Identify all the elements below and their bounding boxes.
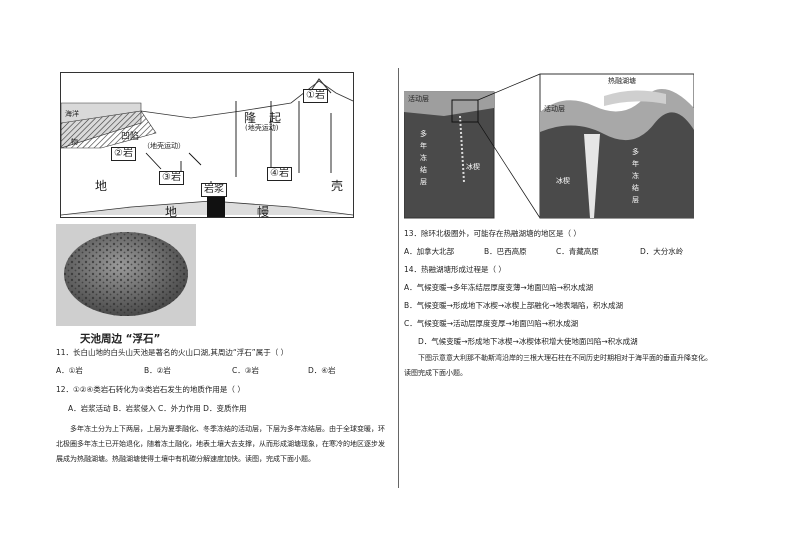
q11-option-d[interactable]: D．④岩 xyxy=(308,366,336,375)
label-sea: 海洋 xyxy=(65,110,79,118)
label-sink: 凹陷 xyxy=(121,132,140,142)
label-wedge-right: 冰楔 xyxy=(556,177,570,185)
permafrost-drawing xyxy=(404,73,694,219)
marble-columns-passage: 下图示意意大利那不勒斯湾沿岸的三根大理石柱在不同历史时期相对于海平面的垂直升降变… xyxy=(404,354,712,377)
q13-option-c[interactable]: C．青藏高原 xyxy=(556,247,599,256)
label-uplift-note: (地壳运动) xyxy=(245,124,279,132)
label-active-right: 活动层 xyxy=(544,105,565,113)
label-wedge-left: 冰楔 xyxy=(466,163,480,171)
label-rock1: ①岩 xyxy=(303,89,328,103)
label-magma: 岩浆 xyxy=(201,183,227,197)
q11-option-c[interactable]: C．③岩 xyxy=(232,366,259,375)
perma-right-4: 层 xyxy=(632,196,639,204)
label-rock2: ②岩 xyxy=(111,147,136,161)
q11-option-b[interactable]: B．②岩 xyxy=(144,366,171,375)
crust-surface-line xyxy=(140,80,353,119)
perma-right-1: 年 xyxy=(632,160,639,168)
q13-option-a[interactable]: A．加拿大北部 xyxy=(404,247,455,256)
q14-option-a[interactable]: A．气候变暖→多年冻结层厚度变薄→地面凹陷→积水成湖 xyxy=(404,283,593,292)
rock-cycle-diagram: 海洋 物 ①岩 凹陷 （地壳运动） ②岩 隆 起 (地壳运动) ③岩 ④岩 地 … xyxy=(60,72,354,219)
permafrost-passage: 多年冻土分为上下两层，上层为夏季融化、冬季冻结的活动层，下层为多年冻结层。由于全… xyxy=(56,425,385,463)
sediment-wedge xyxy=(61,110,157,149)
pumice-stone xyxy=(64,232,188,316)
q14-option-b[interactable]: B．气候变暖→形成地下冰楔→冰楔上部融化→地表塌陷，积水成湖 xyxy=(404,301,623,310)
column-divider xyxy=(398,68,399,488)
q14-option-d[interactable]: D．气候变暖→形成地下冰楔→冰楔体积增大使地面凹陷→积水成湖 xyxy=(418,337,638,346)
perma-right-2: 冻 xyxy=(632,172,639,180)
question-13: 13．除环北极圈外，可能存在热融湖塘的地区是（ ） xyxy=(404,229,581,238)
label-thermo-lake: 热融湖塘 xyxy=(608,77,636,85)
label-perma-right: 多 年 冻 结 层 xyxy=(632,146,642,206)
label-matter: 物 xyxy=(71,138,78,146)
question-11: 11．长白山地的白头山天池是著名的火山口湖,其周边“浮石”属于（ ） xyxy=(56,348,289,357)
label-sink-note: （地壳运动） xyxy=(143,142,185,150)
label-di: 地 xyxy=(95,179,108,193)
label-mantle-a: 地 xyxy=(165,205,178,219)
permafrost-diagram: 活动层 多 年 冻 结 层 冰楔 热融湖塘 活动层 多 年 冻 结 层 冰楔 xyxy=(404,72,694,220)
q11-option-a[interactable]: A．①岩 xyxy=(56,366,83,375)
perma-left-4: 层 xyxy=(420,178,427,186)
q14-option-c[interactable]: C．气候变暖→活动层厚度变厚→地面凹陷→积水成湖 xyxy=(404,319,579,328)
label-uplift-b: 起 xyxy=(269,111,282,125)
rock-cycle-drawing xyxy=(61,78,353,217)
q13-option-d[interactable]: D．大分水岭 xyxy=(640,247,684,256)
perma-right-0: 多 xyxy=(632,148,639,156)
question-14: 14．热融湖塘形成过程是（ ） xyxy=(404,265,506,274)
q12-options[interactable]: A．岩浆活动 B．岩浆侵入 C．外力作用 D．变质作用 xyxy=(68,404,247,413)
label-perma-left: 多 年 冻 结 层 xyxy=(420,128,430,188)
perma-left-0: 多 xyxy=(420,130,427,138)
perma-left-2: 冻 xyxy=(420,154,427,162)
perma-left-3: 结 xyxy=(420,166,427,174)
perma-left-1: 年 xyxy=(420,142,427,150)
label-uplift-a: 隆 xyxy=(244,111,257,125)
label-mantle-b: 幔 xyxy=(257,205,270,219)
q13-option-b[interactable]: B．巴西高原 xyxy=(484,247,527,256)
pumice-photo xyxy=(56,224,196,326)
label-active-left: 活动层 xyxy=(408,95,429,103)
label-rock4: ④岩 xyxy=(267,167,292,181)
magma-chimney xyxy=(207,197,225,217)
question-12: 12．①②④类岩石转化为③类岩石发生的地质作用是（ ） xyxy=(56,385,245,394)
label-qiao: 壳 xyxy=(331,179,344,193)
label-rock3: ③岩 xyxy=(159,171,184,185)
photo-caption: 天池周边 “浮石” xyxy=(80,333,161,345)
perma-right-3: 结 xyxy=(632,184,639,192)
